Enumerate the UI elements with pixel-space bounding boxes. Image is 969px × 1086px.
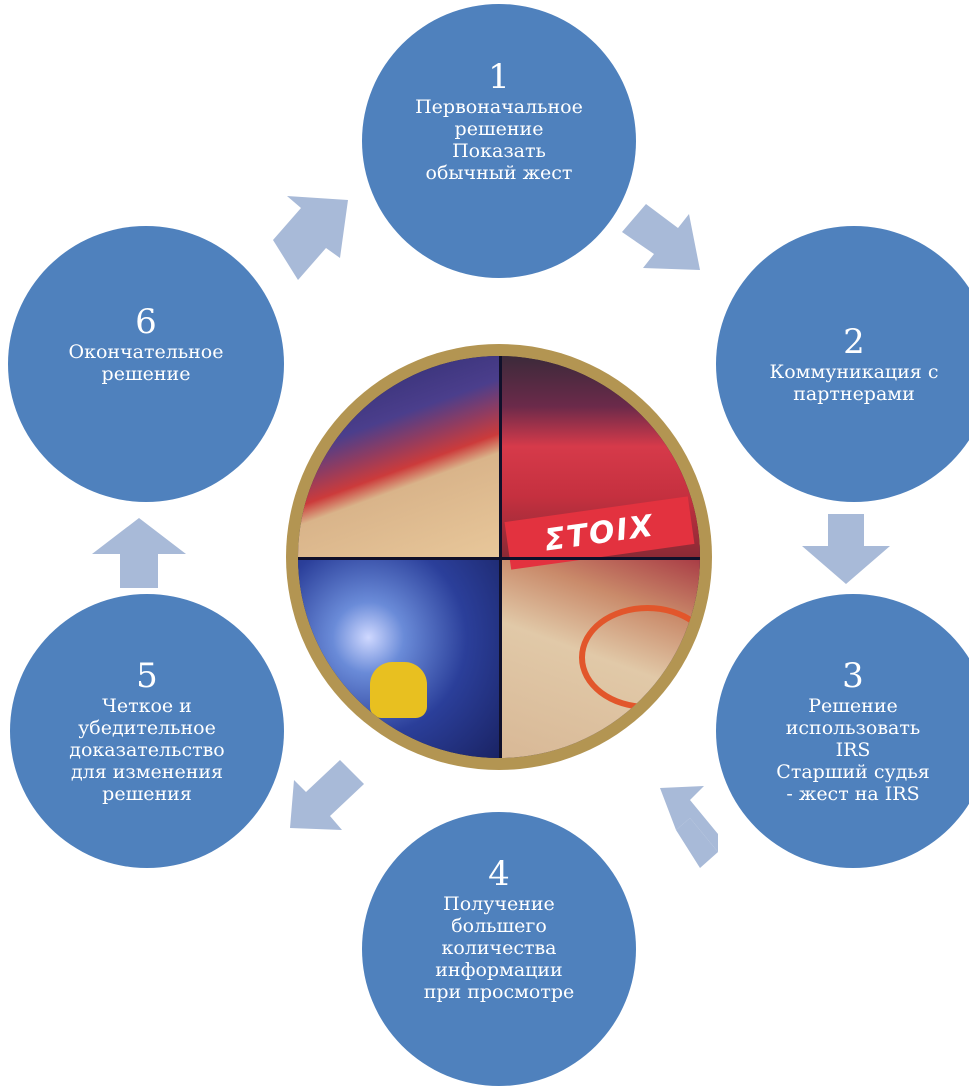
step-1-label: Первоначальное решение Показать обычный …: [415, 96, 583, 184]
arrow-2-to-3: [802, 514, 890, 584]
step-2-label: Коммуникация с партнерами: [769, 361, 939, 405]
arrow-3-to-4: [660, 786, 718, 852]
arrow-6-to-1: [273, 196, 348, 280]
center-photo-collage: ΣΤΟΙΧ: [286, 344, 712, 770]
step-3-node: 3 Решение использовать IRS Старший судья…: [716, 594, 969, 868]
step-1-node: 1 Первоначальное решение Показать обычны…: [362, 4, 636, 278]
step-4-label: Получение большего количества информации…: [423, 893, 575, 1003]
arrow-4-to-5: [290, 760, 364, 830]
basketball-collage-image: ΣΤΟΙΧ: [298, 356, 700, 758]
step-5-label: Четкое и убедительное доказательство для…: [69, 695, 225, 805]
step-6-label: Окончательное решение: [68, 341, 224, 385]
step-6-number: 6: [135, 302, 157, 342]
step-1-number: 1: [488, 57, 510, 97]
photo-arena-lights: [298, 557, 499, 758]
collage-divider-horizontal: [298, 557, 700, 560]
arrow-5-to-6: [92, 518, 186, 588]
photo-court-wide: [298, 356, 499, 557]
hoop-icon: [579, 605, 700, 710]
step-4-node: 4 Получение большего количества информац…: [362, 812, 636, 1086]
arrow-1-to-2: [622, 204, 700, 270]
step-3-label: Решение использовать IRS Старший судья -…: [776, 695, 930, 805]
step-5-node: 5 Четкое и убедительное доказательство д…: [10, 594, 284, 868]
step-6-node: 6 Окончательное решение: [8, 226, 284, 502]
step-2-node: 2 Коммуникация с партнерами: [716, 226, 969, 502]
step-3-number: 3: [842, 656, 864, 696]
player-figure: [370, 661, 427, 718]
step-4-number: 4: [488, 854, 510, 894]
step-2-number: 2: [843, 322, 865, 362]
step-5-number: 5: [136, 656, 158, 696]
arrow-3-to-4-b: [676, 818, 718, 868]
